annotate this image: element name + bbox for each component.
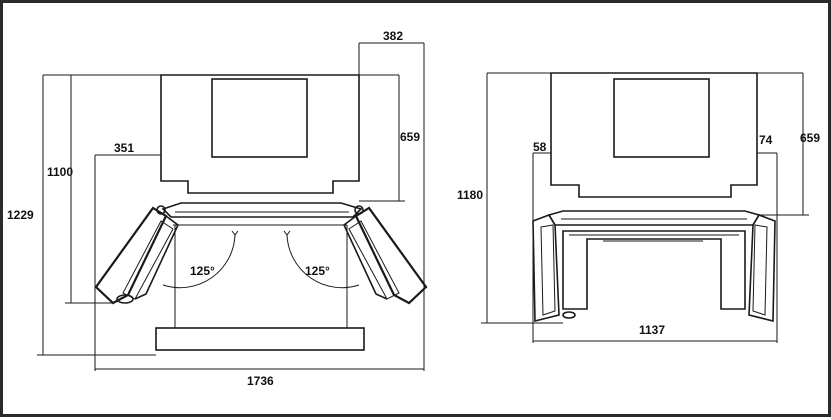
dim-58: 58 [533,140,547,154]
left-angle-label: 125° [190,264,215,278]
right-door-plate [547,210,761,226]
dim-351: 351 [114,141,134,155]
dim-1137: 1137 [639,323,665,337]
right-open-door [343,206,428,305]
left-door-plate [161,202,363,218]
dim-659-right: 659 [800,131,820,145]
dim-382: 382 [383,29,403,43]
right-display-window [613,78,710,158]
right-cabinet-outline [550,72,758,198]
left-open-door [94,206,179,305]
right-angle-arc [286,234,360,289]
right-view: 1180 58 74 659 1137 [457,72,820,343]
left-view: 125° 125° 1229 1100 351 382 659 1736 [7,29,428,388]
left-display-window [211,78,308,158]
dim-1180: 1180 [457,188,483,202]
left-plinth [155,327,365,351]
dim-74: 74 [759,133,773,147]
dim-1100: 1100 [47,165,73,179]
right-left-door [532,214,560,323]
dim-1229: 1229 [7,208,34,222]
right-angle-label: 125° [305,264,330,278]
fridge-clearance-diagram: 125° 125° 1229 1100 351 382 659 1736 [7,29,820,388]
right-right-door [748,214,776,323]
left-angle-arc [162,234,236,289]
left-cabinet-outline [160,74,360,194]
dim-659-left: 659 [400,130,420,144]
dim-1736: 1736 [247,374,274,388]
